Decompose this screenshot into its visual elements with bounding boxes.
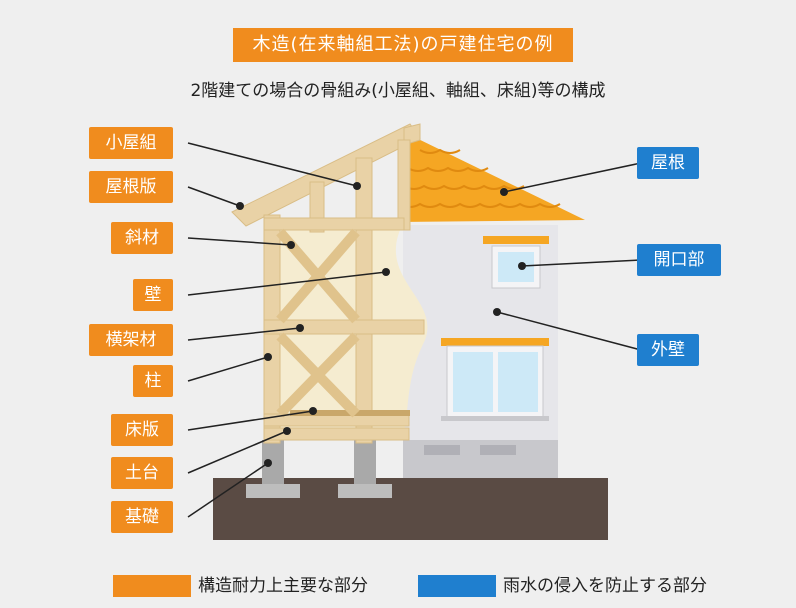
foundation-left-post [262, 440, 284, 488]
label-dodai: 土台 [111, 457, 173, 489]
lower-window-glass-right [498, 352, 538, 412]
label-koyagumi: 小屋組 [89, 127, 173, 159]
foundation-mid-base [338, 484, 392, 498]
roof-tiles [398, 135, 585, 222]
label-okakezai: 横架材 [89, 324, 173, 356]
lower-window-sill [441, 338, 549, 346]
label-yukaban: 床版 [111, 414, 173, 446]
foundation-mid-post [354, 440, 376, 488]
diagram-subtitle: 2階建ての場合の骨組み(小屋組、軸組、床組)等の構成 [190, 81, 606, 101]
lower-window-bottom [441, 416, 549, 421]
legend-structural-swatch [113, 575, 191, 597]
label-gaiheki: 外壁 [637, 334, 699, 366]
vents [424, 445, 516, 455]
legend-rain-text: 雨水の侵入を防止する部分 [503, 576, 707, 596]
label-hashira: 柱 [133, 365, 173, 397]
label-kabe: 壁 [133, 279, 173, 311]
upper-window-glass [498, 252, 534, 282]
legend-structural-text: 構造耐力上主要な部分 [198, 576, 368, 596]
upper-window-sill [483, 236, 549, 244]
label-shazai: 斜材 [111, 222, 173, 254]
wood-frame [231, 123, 425, 444]
label-yane: 屋根 [637, 147, 699, 179]
roof-tile-lines [399, 148, 561, 208]
lower-window-glass-left [453, 352, 493, 412]
leader-lines [187, 142, 642, 518]
label-yaneban: 屋根版 [89, 171, 173, 203]
foundation-left-base [246, 484, 300, 498]
label-kaikoubu: 開口部 [637, 244, 721, 276]
leader-dots [236, 182, 526, 467]
legend-rain-swatch [418, 575, 496, 597]
diagram-title: 木造(在来軸組工法)の戸建住宅の例 [233, 28, 573, 62]
label-kiso: 基礎 [111, 501, 173, 533]
